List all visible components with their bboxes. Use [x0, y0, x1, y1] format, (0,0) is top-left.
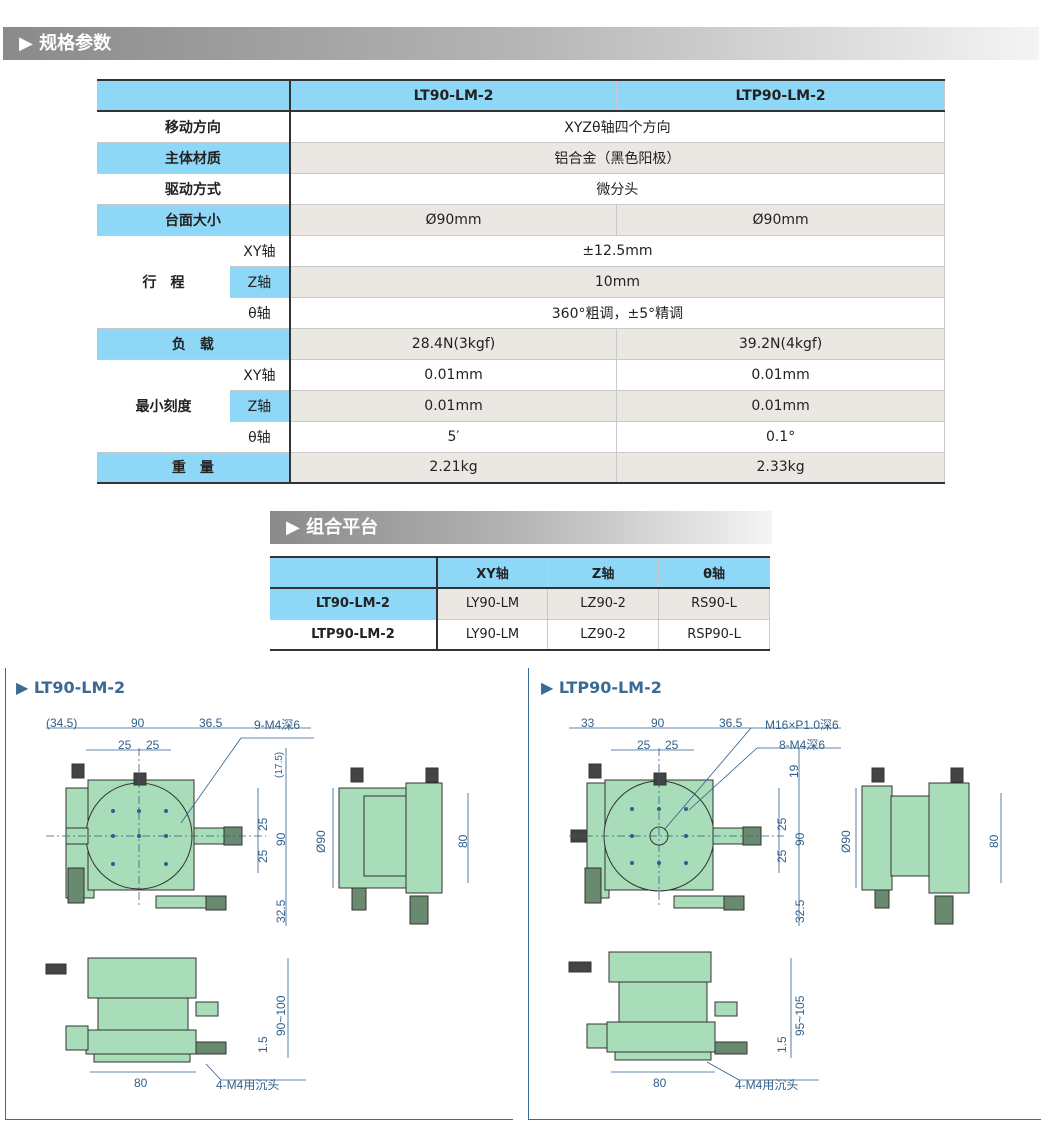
dim-label: (34.5) [46, 716, 78, 730]
dim-label: 95~105 [793, 995, 807, 1036]
dim-label: 80 [134, 1076, 148, 1090]
dim-label: 19 [787, 764, 801, 778]
dim-label: 33 [581, 716, 595, 730]
dim-label: 36.5 [199, 716, 223, 730]
dim-label: M16×P1.0深6 [765, 718, 839, 732]
technical-drawing [45, 727, 469, 1081]
dim-label: 25 [637, 738, 651, 752]
spec-section-banner: ▶ 规格参数 [3, 27, 1039, 60]
dim-label: 8-M4深6 [779, 738, 826, 752]
dim-label: 90 [793, 832, 807, 846]
dim-label: 25 [775, 849, 789, 863]
dim-label: 9-M4深6 [254, 718, 301, 732]
dim-label: 1.5 [256, 1036, 270, 1053]
dim-label: 32.5 [793, 899, 807, 923]
dim-label: 80 [987, 834, 1001, 848]
drawing-panel-ltp90: ▶ LTP90-LM-2 33 90 36.5 M16×P1.0深6 8-M4深… [528, 668, 1041, 1120]
table-row: 主体材质铝合金（黑色阳极） [97, 142, 945, 174]
dim-label: 90 [274, 832, 288, 846]
drawing-title: ▶ LTP90-LM-2 [541, 678, 662, 697]
table-row: 驱动方式微分头 [97, 173, 945, 205]
dim-label: 90~100 [274, 995, 288, 1036]
dim-label: 1.5 [775, 1036, 789, 1053]
dim-label: 36.5 [719, 716, 743, 730]
dim-label: 25 [775, 817, 789, 831]
dim-label: 25 [118, 738, 132, 752]
dim-label: 80 [456, 834, 470, 848]
model-header: LT90-LM-2 [289, 79, 618, 112]
dim-label: (17.5) [274, 751, 285, 778]
dim-label: 32.5 [274, 899, 288, 923]
dim-label: 90 [131, 716, 145, 730]
dim-label: 90 [651, 716, 665, 730]
model-header: LTP90-LM-2 [616, 79, 945, 112]
dim-label: 25 [256, 849, 270, 863]
dim-label: 25 [256, 817, 270, 831]
drawing-title: ▶ LT90-LM-2 [16, 678, 126, 697]
technical-drawing [568, 727, 1002, 1081]
dim-label: Ø90 [314, 830, 328, 853]
dim-label: 4-M4用沉头 [735, 1078, 799, 1092]
dim-label: 25 [146, 738, 160, 752]
drawing-panel-lt90: ▶ LT90-LM-2 (34.5) 90 36.5 9-M4深6 25 25 … [5, 668, 513, 1120]
combo-section-banner: ▶ 组合平台 [270, 511, 772, 544]
dim-label: 25 [665, 738, 679, 752]
dim-label: Ø90 [839, 830, 853, 853]
dim-label: 80 [653, 1076, 667, 1090]
dim-label: 4-M4用沉头 [216, 1078, 280, 1092]
